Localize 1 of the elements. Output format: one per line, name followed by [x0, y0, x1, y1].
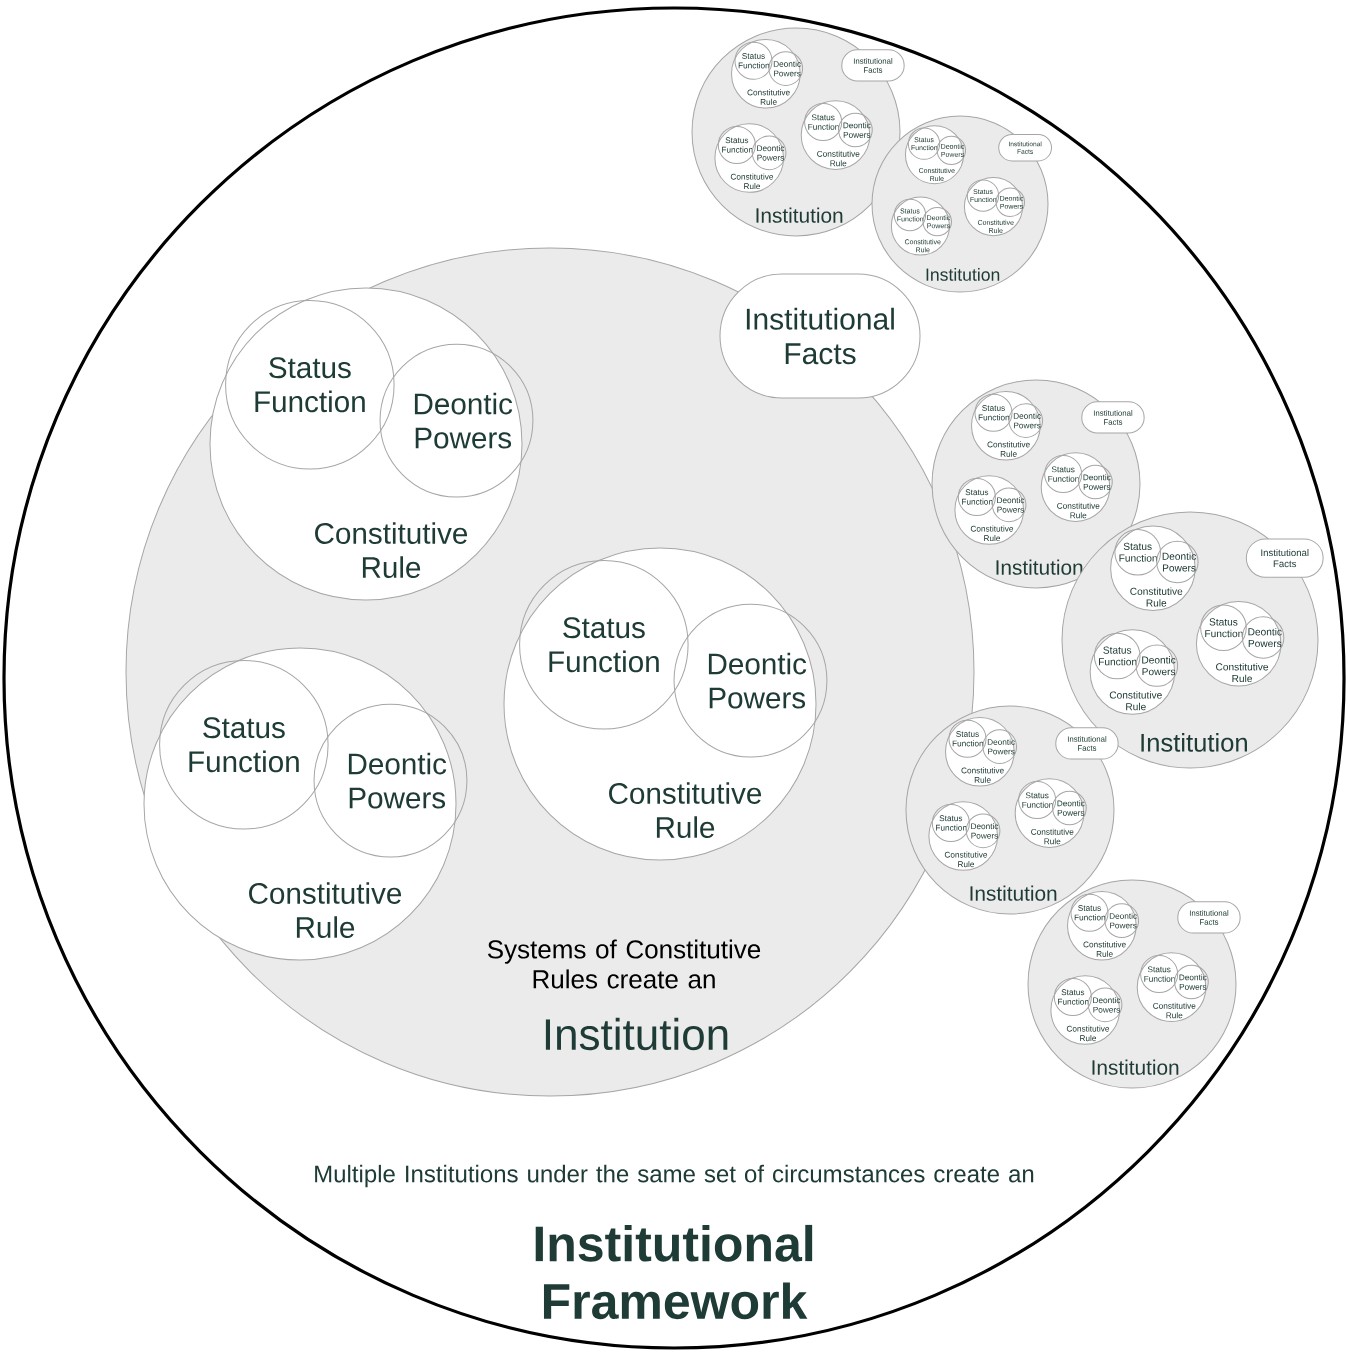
facts-box: Institutional Facts: [719, 273, 921, 399]
